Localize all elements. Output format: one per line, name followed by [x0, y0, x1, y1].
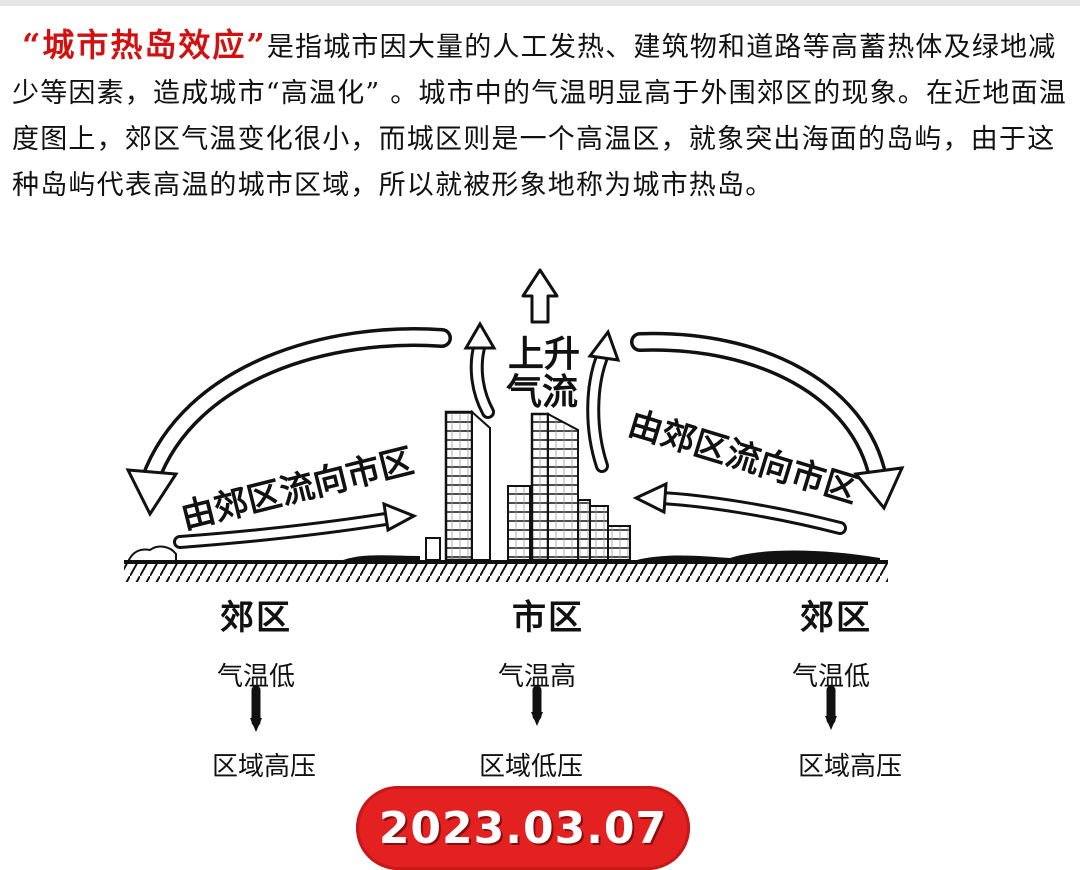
- pressure-label-right: 区域高压: [797, 752, 903, 782]
- pressure-label-left: 区域高压: [211, 752, 317, 782]
- left-descending-flow-arrow: [125, 327, 452, 518]
- zone-label-left-suburb: 郊区: [220, 598, 292, 638]
- right-rising-curve-arrow: [586, 328, 621, 473]
- ground: [124, 560, 888, 582]
- right-surface-flow-arrow: [632, 481, 847, 535]
- rising-air-label-line1: 上升: [508, 333, 580, 375]
- top-border: [0, 0, 1080, 6]
- temperature-label-right: 气温低: [791, 662, 871, 692]
- pressure-arrow-right: [825, 685, 837, 730]
- left-rising-curve-arrow: [463, 321, 497, 419]
- pressure-arrow-left: [250, 685, 262, 732]
- zone-label-city: 市区: [512, 598, 584, 638]
- rising-air-label-line2: 气流: [506, 371, 578, 413]
- intro-paragraph: “城市热岛效应”是指城市因大量的人工发热、建筑物和道路等高蓄热体及绿地减少等因素…: [12, 22, 1074, 209]
- updraft-arrow: [521, 268, 559, 324]
- pressure-label-center: 区域低压: [478, 752, 584, 782]
- zone-label-right-suburb: 郊区: [800, 598, 872, 638]
- intro-body-text: 是指城市因大量的人工发热、建筑物和道路等高蓄热体及绿地减少等因素，造成城市“高温…: [12, 32, 1067, 201]
- temperature-label-left: 气温低: [216, 662, 296, 692]
- pressure-arrow-center: [531, 685, 543, 726]
- ground-vegetation: [126, 545, 880, 563]
- date-badge: 2023.03.07: [356, 786, 690, 870]
- left-surface-flow-arrow: [173, 501, 418, 549]
- temperature-label-center: 气温高: [497, 662, 577, 692]
- intro-highlight-term: “城市热岛效应”: [22, 26, 267, 64]
- right-descending-flow-arrow: [630, 331, 905, 511]
